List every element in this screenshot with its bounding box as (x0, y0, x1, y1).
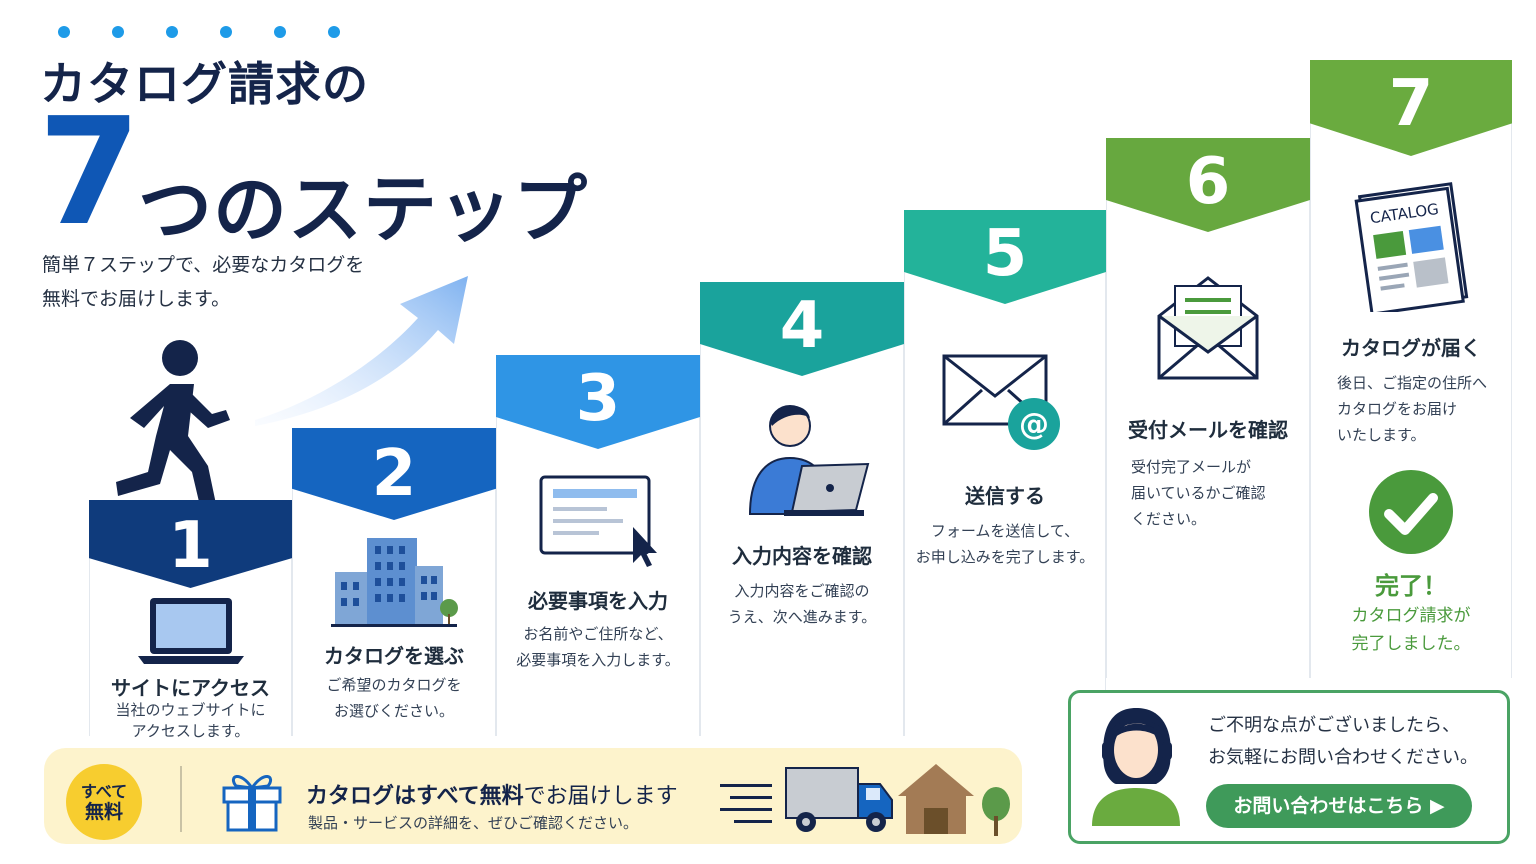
speed-lines-icon (720, 784, 772, 823)
step-2-number: 2 (371, 437, 417, 511)
house-icon (898, 764, 974, 834)
contact-button[interactable]: お問い合わせはこちら ▶ (1206, 784, 1472, 828)
step-2: 2 カタログを選ぶ ご希望のカタログを お選びください。 (292, 428, 496, 736)
rising-arrow-icon (255, 276, 468, 426)
catalog-icon: CATALOG (1354, 182, 1469, 312)
complete-title: 完了！ (1375, 572, 1447, 600)
support-operator-icon (1092, 708, 1180, 826)
step-4-desc: 入力内容をご確認の うえ、次へ進みます。 (727, 582, 877, 626)
step-7-title: カタログが届く (1341, 336, 1481, 360)
step-4-number: 4 (779, 289, 825, 363)
step-6-number: 6 (1185, 145, 1231, 219)
email-at-icon: @ (942, 354, 1060, 450)
laptop-icon (137, 598, 244, 664)
gift-icon (222, 775, 282, 832)
lead-text: 簡単７ステップで、必要なカタログを 無料でお届けします。 (42, 254, 365, 310)
step-2-title: カタログを選ぶ (324, 644, 464, 668)
step-1-desc: 当社のウェブサイトに アクセスします。 (115, 701, 266, 740)
step-7-number: 7 (1388, 67, 1434, 141)
step-4: 4 入力内容を確認 入力内容をご確認の うえ、次へ進みます。 (700, 282, 904, 736)
open-envelope-icon (1157, 276, 1259, 380)
step-5-number: 5 (982, 217, 1028, 291)
complete-desc: カタログ請求が 完了しました。 (1351, 606, 1471, 654)
bar-sub-text: 製品・サービスの詳細を、ぜひご確認ください。 (308, 814, 639, 832)
running-person-icon (116, 340, 230, 506)
tree-icon (982, 787, 1010, 836)
step-6-title: 受付メールを確認 (1128, 418, 1288, 442)
step-4-title: 入力内容を確認 (732, 544, 872, 568)
decorative-dots (58, 26, 358, 40)
step-6-desc: 受付完了メールが 届いているかご確認 ください。 (1131, 458, 1266, 528)
step-1: 1 サイトにアクセス 当社のウェブサイトに アクセスします。 (89, 500, 292, 740)
bar-main-text: カタログはすべて無料でお届けします (306, 784, 678, 809)
bar-divider (180, 766, 182, 832)
step-2-desc: ご希望のカタログを お選びください。 (326, 676, 462, 720)
page-title-number: 7 (38, 86, 141, 258)
page-title-line2: つのステップ (138, 167, 588, 253)
building-icon (331, 538, 458, 627)
form-cursor-icon (539, 475, 657, 567)
step-1-number: 1 (168, 509, 213, 583)
step-7-desc: 後日、ご指定の住所へ カタログをお届け いたします。 (1337, 374, 1488, 444)
step-3-number: 3 (575, 362, 621, 436)
step-6: 6 受付メールを確認 受付完了メールが 届いているかご確認 ください。 (1106, 138, 1310, 678)
step-1-title: サイトにアクセス (111, 676, 270, 700)
svg-text:@: @ (1019, 407, 1049, 442)
step-3-title: 必要事項を入力 (528, 589, 668, 613)
delivery-truck-icon (785, 767, 893, 832)
step-3: 3 必要事項を入力 お名前やご住所など、 必要事項を入力します。 (496, 355, 700, 736)
check-circle-icon (1369, 470, 1453, 554)
step-5: 5 @ 送信する フォームを送信して、 お申し込みを完了します。 (904, 210, 1106, 736)
step-5-title: 送信する (965, 484, 1045, 508)
contact-text: ご不明な点がございましたら、 お気軽にお問い合わせください。 (1208, 715, 1478, 768)
person-laptop-icon (748, 405, 870, 516)
page-title-line1: カタログ請求の (40, 57, 369, 111)
free-badge: すべて 無料 (66, 764, 142, 840)
step-3-desc: お名前やご住所など、 必要事項を入力します。 (516, 625, 680, 669)
step-5-desc: フォームを送信して、 お申し込みを完了します。 (915, 522, 1095, 566)
step-7: 7 CATALOG カタログが届く 後日、ご指定の住所へ カタログをお届け いた… (1310, 60, 1512, 678)
